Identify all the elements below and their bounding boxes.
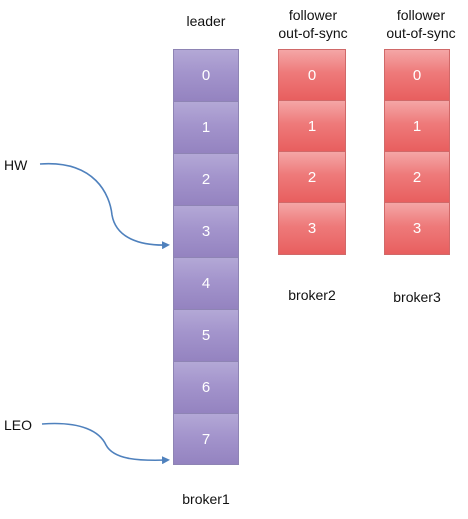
offset-label: 7 [201, 430, 211, 448]
hw-label: HW [4, 157, 28, 173]
leader-label: leader [186, 13, 226, 29]
broker1-offset-cell: 0 [173, 49, 239, 102]
broker2-follower-label: follower out-of-sync [268, 6, 358, 42]
offset-label: 1 [201, 119, 211, 136]
broker3-name: broker3 [393, 289, 441, 305]
broker1-offset-cell: 7 [173, 413, 239, 465]
broker3-log-column: 0 1 2 3 [384, 49, 450, 255]
offset-label: 3 [307, 220, 317, 237]
broker1-offset-cell: 1 [173, 101, 239, 154]
offset-label: 1 [307, 117, 317, 135]
offset-label: 3 [412, 220, 422, 237]
offset-label: 5 [201, 327, 211, 344]
offset-label: 0 [307, 66, 317, 84]
leo-arrow [41, 422, 170, 465]
broker2-offset-cell: 1 [278, 100, 346, 152]
broker3-follower-line2: out-of-sync [386, 25, 456, 41]
broker2-name: broker2 [288, 287, 336, 303]
offset-label: 6 [201, 379, 211, 396]
offset-label: 0 [412, 66, 422, 84]
broker1-log-column: 0 1 2 3 4 5 6 7 [173, 49, 239, 465]
leo-label: LEO [4, 417, 33, 433]
broker3-follower-line1: follower [396, 7, 446, 23]
broker3-offset-cell: 1 [384, 100, 450, 152]
offset-label: 4 [201, 275, 211, 292]
broker1-offset-cell: 6 [173, 361, 239, 414]
broker2-log-column: 0 1 2 3 [278, 49, 346, 255]
broker2-offset-cell: 3 [278, 202, 346, 255]
broker1-offset-cell: 5 [173, 309, 239, 362]
offset-label: 2 [201, 171, 211, 188]
broker1-offset-cell: 4 [173, 257, 239, 310]
hw-arrow [39, 163, 170, 250]
broker3-follower-label: follower out-of-sync [376, 6, 466, 42]
broker1-name: broker1 [182, 491, 230, 507]
offset-label: 0 [201, 67, 211, 84]
offset-label: 2 [412, 168, 422, 186]
broker3-offset-cell: 3 [384, 202, 450, 255]
broker2-follower-line1: follower [288, 7, 338, 23]
offset-label: 2 [307, 168, 317, 186]
broker2-follower-line2: out-of-sync [278, 25, 348, 41]
offset-label: 1 [412, 117, 422, 135]
offset-label: 3 [201, 223, 211, 240]
broker3-offset-cell: 2 [384, 151, 450, 203]
broker2-offset-cell: 2 [278, 151, 346, 203]
